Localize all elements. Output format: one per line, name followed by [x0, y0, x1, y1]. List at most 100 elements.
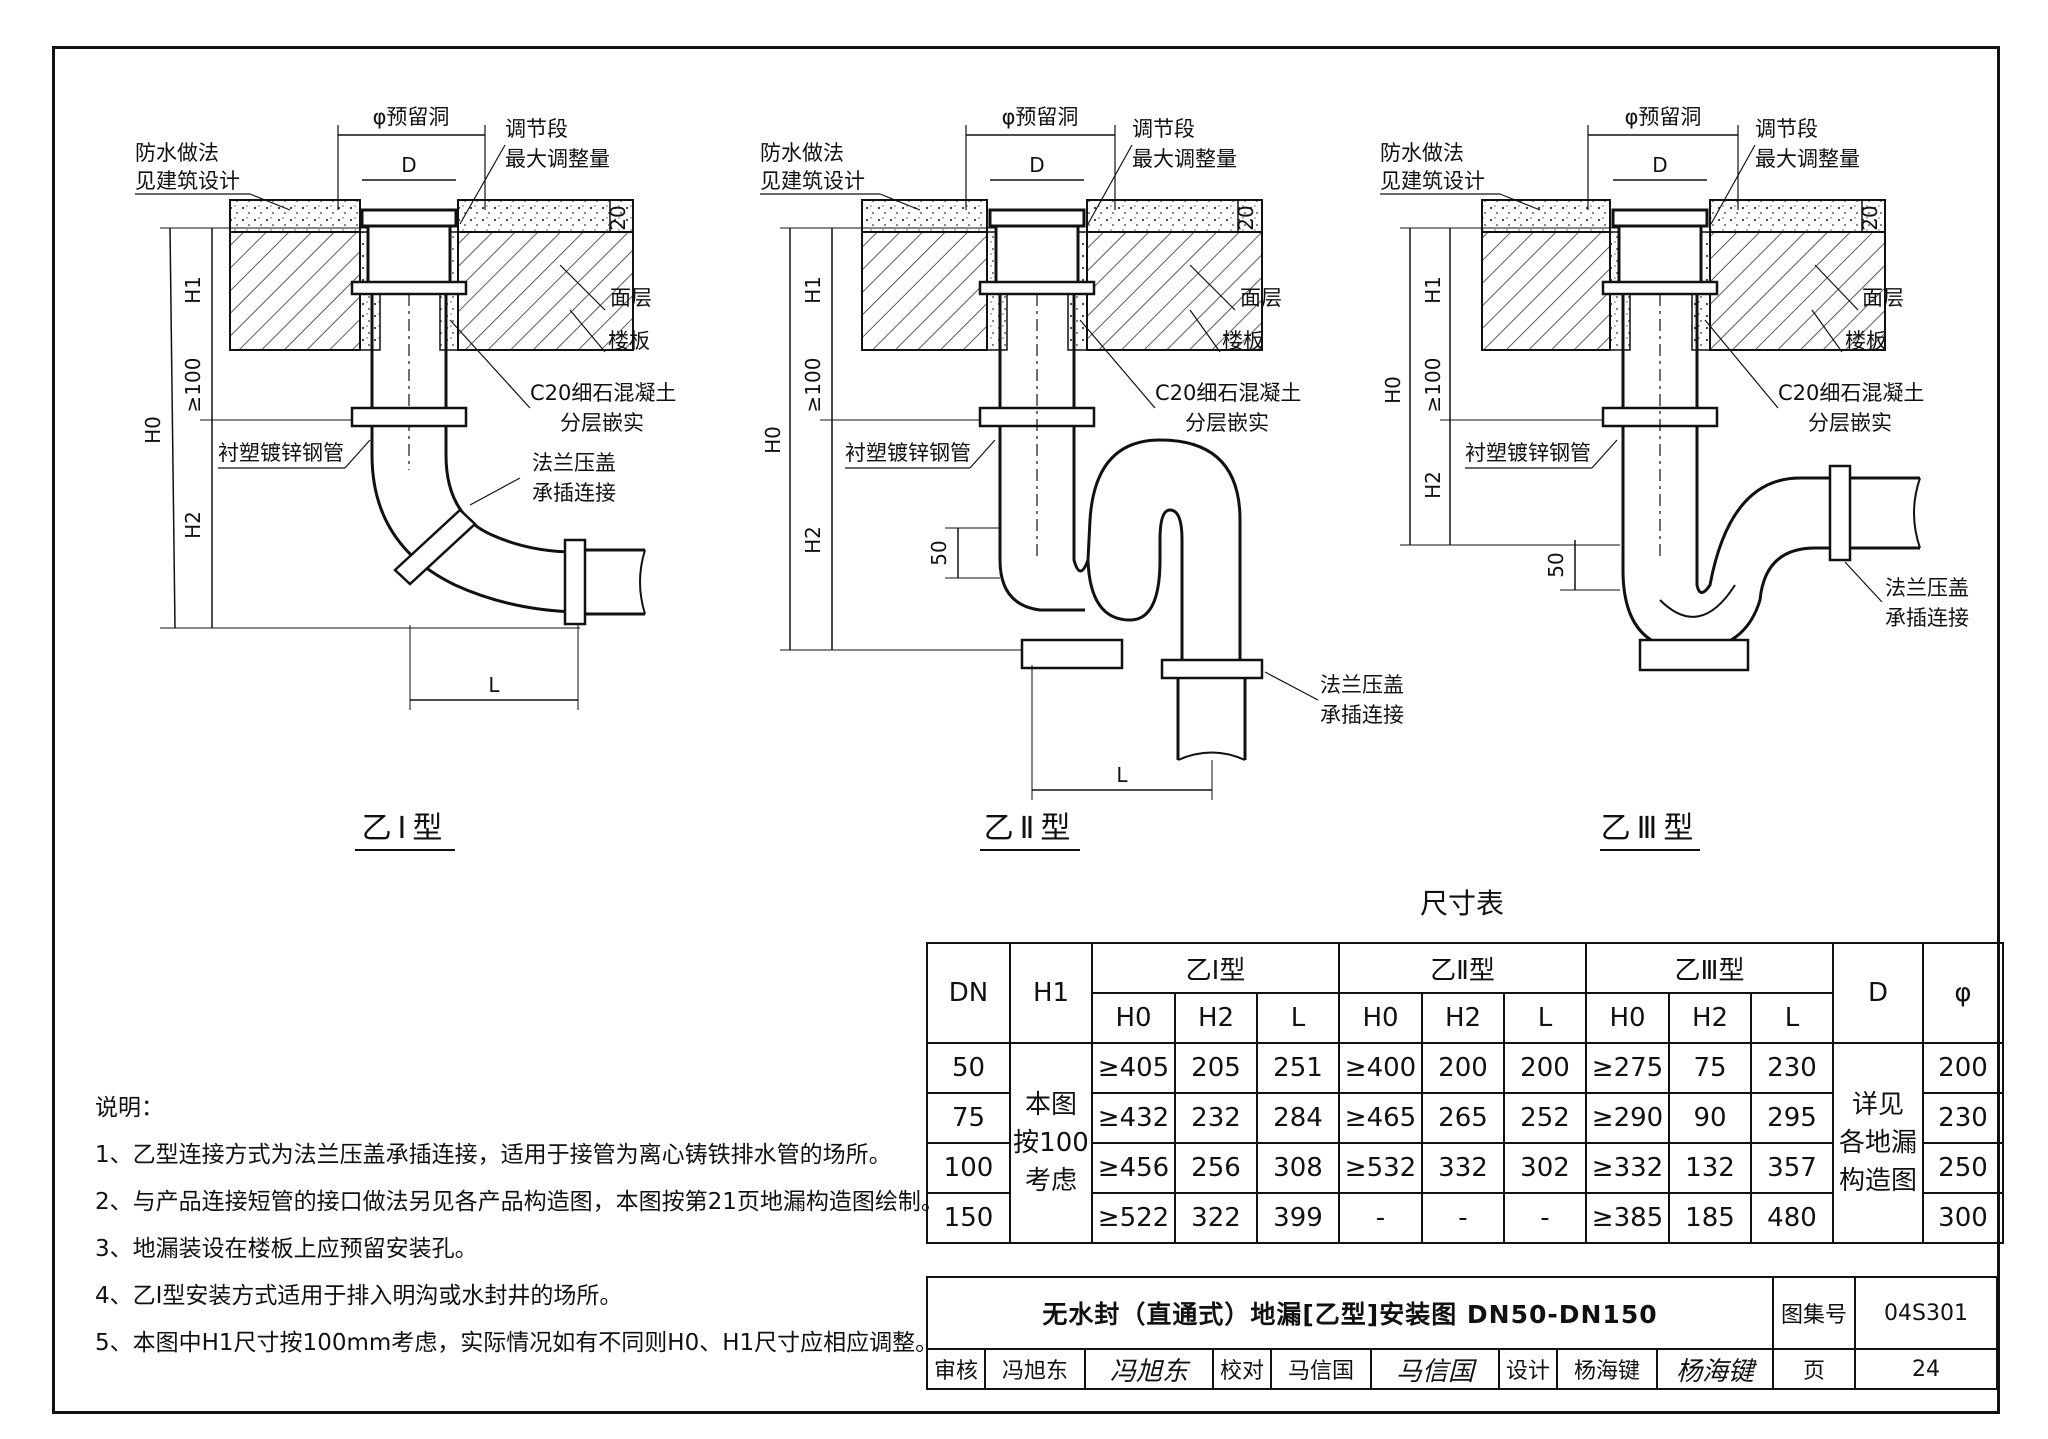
- pipe-flange: [350, 406, 468, 428]
- cell-h1-note: 本图 按100 考虑: [1009, 1042, 1093, 1244]
- sub-header: H2: [1421, 992, 1505, 1044]
- d-note-line: 详见: [1851, 1090, 1904, 1120]
- drain-pipe: [1659, 584, 1736, 618]
- floor-slab: [861, 231, 988, 351]
- cell: 399: [1256, 1192, 1340, 1244]
- notes-heading: 说明：: [95, 1095, 164, 1121]
- slab-label: 楼板: [1845, 329, 1887, 353]
- table-row: 100 ≥456 256 308 ≥532 332 302 ≥332 132 3…: [926, 1142, 2004, 1194]
- cell: ≥456: [1091, 1142, 1176, 1194]
- waterproof-label-2: 见建筑设计: [1380, 169, 1485, 193]
- cell: 284: [1256, 1092, 1340, 1144]
- drawing-type-3: φ预留洞 D H0 H1 ≥100 H2 50 20 防水做法 见建筑设计 调节…: [1380, 105, 1969, 851]
- flange-label-2: 承插连接: [532, 481, 616, 505]
- cell: 132: [1668, 1142, 1752, 1194]
- flange-label: 法兰压盖: [532, 451, 616, 475]
- drain-pipe: [1072, 294, 1242, 670]
- cell-dn: 100: [926, 1142, 1011, 1194]
- caption-type-1: 乙Ⅰ型: [362, 811, 449, 846]
- sub-header: L: [1256, 992, 1340, 1044]
- flange-label-2: 承插连接: [1885, 606, 1969, 630]
- cell-phi: 200: [1922, 1042, 2004, 1094]
- reserved-hole-label: φ预留洞: [373, 105, 450, 129]
- cell: ≥332: [1585, 1142, 1670, 1194]
- col-dn: DN: [926, 942, 1011, 1044]
- floor-slab: [1481, 231, 1611, 351]
- reserved-hole-label: φ预留洞: [1002, 105, 1079, 129]
- atlas-number: 04S301: [1854, 1276, 1998, 1350]
- title-block: 无水封（直通式）地漏[乙型]安装图 DN50-DN150 图集号 04S301 …: [926, 1276, 1998, 1390]
- dim-D: D: [401, 153, 416, 177]
- cell: 256: [1174, 1142, 1258, 1194]
- d-note-line: 各地漏: [1838, 1128, 1917, 1158]
- cell: 232: [1174, 1092, 1258, 1144]
- outlet-flange: [1828, 464, 1852, 562]
- concrete-label-2: 分层嵌实: [1808, 411, 1892, 435]
- note-item: 2、与产品连接短管的接口做法另见各产品构造图，本图按第21页地漏构造图绘制。: [95, 1189, 944, 1215]
- drain-grate: [360, 208, 458, 228]
- dim-H1: H1: [1421, 276, 1445, 304]
- dim-H2: H2: [181, 511, 205, 539]
- cell: 357: [1750, 1142, 1834, 1194]
- flange-label: 法兰压盖: [1320, 673, 1404, 697]
- concrete-label: C20细石混凝土: [530, 381, 676, 405]
- drain-grate: [988, 208, 1086, 228]
- dim-100: ≥100: [801, 358, 825, 413]
- floor-slab: [457, 231, 634, 351]
- sub-header: H0: [1338, 992, 1423, 1044]
- dimension-table: DN H1 乙Ⅰ型 乙Ⅱ型 乙Ⅲ型 D φ H0 H2 L H0 H2 L H0…: [926, 942, 2004, 1244]
- drain-pipe: [1086, 540, 1162, 622]
- cell: 251: [1256, 1042, 1340, 1094]
- note-item: 5、本图中H1尺寸按100mm考虑，实际情况如有不同则H0、H1尺寸应相应调整。: [95, 1330, 939, 1356]
- sub-header: H0: [1091, 992, 1176, 1044]
- page-number: 24: [1854, 1348, 1998, 1390]
- h1-note-line: 本图: [1024, 1090, 1077, 1120]
- reviewer-name: 冯旭东: [984, 1348, 1086, 1390]
- waterproof-label-2: 见建筑设计: [760, 169, 865, 193]
- note-item: 4、乙Ⅰ型安装方式适用于排入明沟或水封井的场所。: [95, 1283, 623, 1309]
- drain-pipe: [1695, 294, 1920, 594]
- cell: 295: [1750, 1092, 1834, 1144]
- waterproof-label: 防水做法: [760, 141, 844, 165]
- adjust-section: [994, 224, 1080, 290]
- waterproof-label-2: 见建筑设计: [135, 169, 240, 193]
- cell-phi: 250: [1922, 1142, 2004, 1194]
- cell: -: [1338, 1192, 1423, 1244]
- cell: ≥465: [1338, 1092, 1423, 1144]
- table-title: 尺寸表: [1420, 887, 1505, 920]
- note-item: 1、乙型连接方式为法兰压盖承插连接，适用于接管为离心铸铁排水管的场所。: [95, 1142, 892, 1168]
- cell: 322: [1174, 1192, 1258, 1244]
- adjust-section: [366, 224, 452, 290]
- cell: 252: [1503, 1092, 1587, 1144]
- dim-H0: H0: [761, 426, 785, 454]
- cell: 75: [1668, 1042, 1752, 1094]
- pipe-label: 衬塑镀锌钢管: [845, 441, 971, 465]
- checker-name: 马信国: [1270, 1348, 1372, 1390]
- cell-dn: 50: [926, 1042, 1011, 1094]
- cell: 480: [1750, 1192, 1834, 1244]
- cell: ≥405: [1091, 1042, 1176, 1094]
- cell: ≥385: [1585, 1192, 1670, 1244]
- cell: ≥432: [1091, 1092, 1176, 1144]
- col-phi: φ: [1922, 942, 2004, 1044]
- pipe-label: 衬塑镀锌钢管: [218, 441, 344, 465]
- surface-label: 面层: [610, 286, 652, 310]
- sub-header: H0: [1585, 992, 1670, 1044]
- cell: ≥290: [1585, 1092, 1670, 1144]
- review-label: 审核: [926, 1348, 986, 1390]
- reviewer-signature: 冯旭东: [1084, 1348, 1214, 1390]
- concrete-label-2: 分层嵌实: [1185, 411, 1269, 435]
- drain-pipe: [444, 294, 576, 554]
- outlet-pipe: [585, 548, 645, 616]
- sub-header: H2: [1174, 992, 1258, 1044]
- outlet-pipe: [1176, 678, 1247, 760]
- reserved-hole-label: φ预留洞: [1625, 105, 1702, 129]
- cell: 308: [1256, 1142, 1340, 1194]
- table-row: 150 ≥522 322 399 - - - ≥385 185 480 300: [926, 1192, 2004, 1244]
- dim-H1: H1: [801, 276, 825, 304]
- cell-d-note: 详见 各地漏 构造图: [1832, 1042, 1924, 1244]
- slab-label: 楼板: [1222, 329, 1264, 353]
- notes: 说明： 1、乙型连接方式为法兰压盖承插连接，适用于接管为离心铸铁排水管的场所。 …: [95, 1085, 944, 1367]
- note-item: 3、地漏装设在楼板上应预留安装孔。: [95, 1236, 478, 1262]
